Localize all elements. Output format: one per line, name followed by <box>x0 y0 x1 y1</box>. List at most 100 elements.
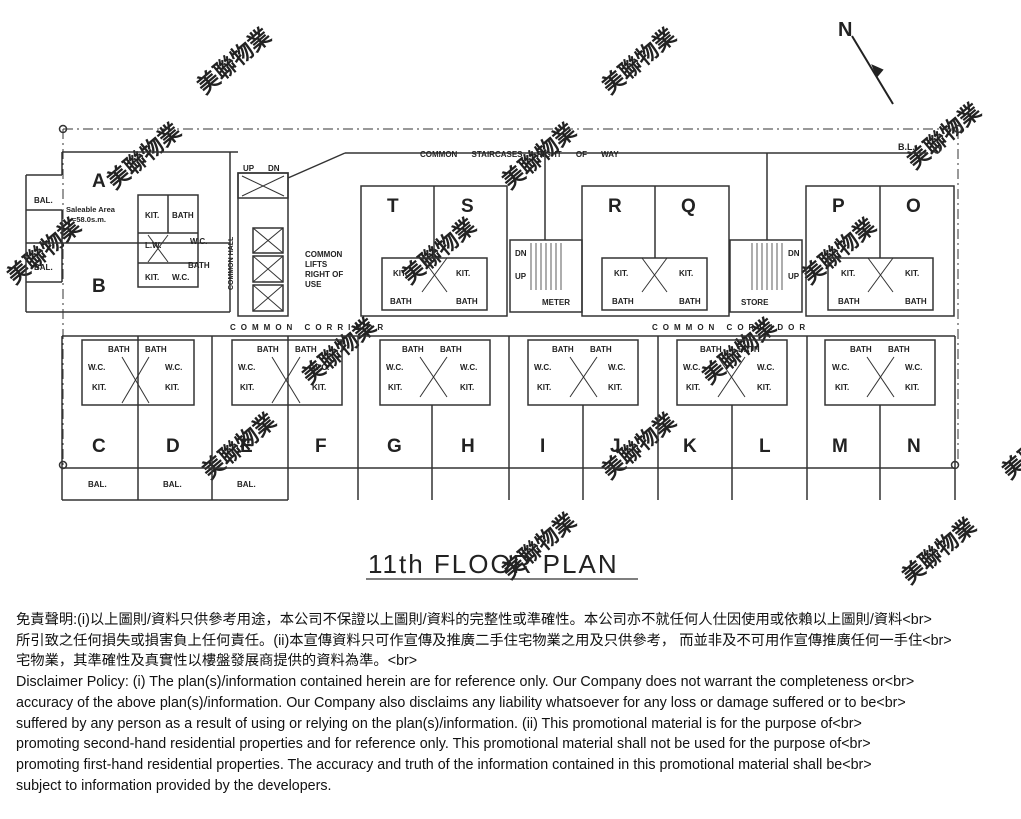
disclaimer-en-line: subject to information provided by the d… <box>16 777 332 794</box>
bath-label: BATH <box>838 297 860 306</box>
unit-i: I <box>540 436 545 457</box>
unit-q: Q <box>681 196 696 217</box>
lifts-label-3: RIGHT OF <box>305 270 343 279</box>
watermark: 美聯物業 <box>897 512 981 588</box>
stair-dn-label: DN <box>268 164 280 173</box>
disclaimer-zh-line: 宅物業，其準確性及真實性以樓盤發展商提供的資料為準。<br> <box>16 653 418 670</box>
unit-d: D <box>166 436 180 457</box>
common-hall-label: COMMON HALL <box>228 236 235 290</box>
lifts-label-1: COMMON <box>305 250 343 259</box>
wc-label: W.C. <box>757 363 774 372</box>
unit-s: S <box>461 196 474 217</box>
unit-j: J <box>610 436 621 457</box>
bath-label: BATH <box>390 297 412 306</box>
corridor-label-left: COMMON CORRIDOR <box>230 323 388 332</box>
staircases <box>530 243 783 290</box>
stair-dn-label: DN <box>788 249 800 258</box>
stair-up-label: UP <box>515 272 527 281</box>
wc-label: W.C. <box>386 363 403 372</box>
bal-label: BAL. <box>34 263 53 272</box>
stair-dn-label: DN <box>515 249 527 258</box>
disclaimer-zh-line: 免責聲明:(i)以上圖則/資料只供參考用途，本公司不保證以上圖則/資料的完整性或… <box>16 612 932 628</box>
kit-label: KIT. <box>240 383 254 392</box>
unit-e: E <box>240 436 253 457</box>
wc-label: W.C. <box>312 363 329 372</box>
wc-label: W.C. <box>88 363 105 372</box>
saleable-area-value: =58.0s.m. <box>72 215 106 224</box>
room-labels: BAL. BAL. KIT. BATH L.W. W.C. BATH KIT. … <box>34 196 927 489</box>
north-arrow: N <box>838 19 894 105</box>
lifts-label-4: USE <box>305 280 322 289</box>
watermark: 美聯物業 <box>597 22 681 98</box>
unit-p: P <box>832 196 845 217</box>
wc-label: W.C. <box>905 363 922 372</box>
kit-label: KIT. <box>388 383 402 392</box>
staircase-right-of-way-label: COMMON STAIRCASES RIGHT OF WAY <box>420 150 619 159</box>
bath-label: BATH <box>456 297 478 306</box>
unit-f: F <box>315 436 327 457</box>
kit-label: KIT. <box>393 269 407 278</box>
disclaimer-zh-line: 所引致之任何損失或損害負上任何責任。(ii)本宣傳資料只可作宣傳及推廣二手住宅物… <box>16 632 952 649</box>
unit-h: H <box>461 436 475 457</box>
bath-label: BATH <box>612 297 634 306</box>
wc-label: W.C. <box>832 363 849 372</box>
kit-label: KIT. <box>841 269 855 278</box>
disclaimer-block: 免責聲明:(i)以上圖則/資料只供參考用途，本公司不保證以上圖則/資料的完整性或… <box>16 610 1011 796</box>
watermark: 美聯物業 <box>997 407 1021 483</box>
kit-label: KIT. <box>460 383 474 392</box>
bath-label: BATH <box>295 345 317 354</box>
kit-label: KIT. <box>92 383 106 392</box>
unit-k: K <box>683 436 697 457</box>
unit-n: N <box>907 436 921 457</box>
bal-label: BAL. <box>237 480 256 489</box>
kit-label: KIT. <box>456 269 470 278</box>
store-room-label: STORE <box>741 298 769 307</box>
kit-label: KIT. <box>165 383 179 392</box>
wc-label: W.C. <box>165 363 182 372</box>
boundary-line <box>58 124 963 470</box>
kit-label: KIT. <box>686 383 700 392</box>
corridor-label-right: COMMON CORRIDOR <box>652 323 810 332</box>
lw-label: L.W. <box>145 241 161 250</box>
bath-label: BATH <box>440 345 462 354</box>
wc-label: W.C. <box>683 363 700 372</box>
bath-label: BATH <box>172 211 194 220</box>
bath-label: BATH <box>888 345 910 354</box>
kit-label: KIT. <box>905 269 919 278</box>
bath-label: BATH <box>108 345 130 354</box>
disclaimer-en-line: Disclaimer Policy: (i) The plan(s)/infor… <box>16 674 915 691</box>
disclaimer-en-line: suffered by any person as a result of us… <box>16 715 862 732</box>
bal-label: BAL. <box>34 196 53 205</box>
disclaimer-en-line: promoting first-hand residential propert… <box>16 756 872 773</box>
wc-label: W.C. <box>460 363 477 372</box>
kit-label: KIT. <box>679 269 693 278</box>
unit-r: R <box>608 196 622 217</box>
wc-label: W.C. <box>608 363 625 372</box>
kit-label: KIT. <box>145 211 159 220</box>
watermarks: 美聯物業 美聯物業 美聯物業 美聯物業 美聯物業 美聯物業 美聯物業 美聯物業 … <box>2 22 1021 588</box>
structure-walls <box>25 151 956 501</box>
wc-label: W.C. <box>534 363 551 372</box>
unit-b: B <box>92 276 106 297</box>
stair-up-label: UP <box>788 272 800 281</box>
bath-label: BATH <box>188 261 210 270</box>
meter-room-label: METER <box>542 298 570 307</box>
kit-label: KIT. <box>145 273 159 282</box>
bath-label: BATH <box>552 345 574 354</box>
unit-letters: A B T S R Q P O C D E F G H I J K L M N <box>92 171 921 457</box>
bath-label: BATH <box>590 345 612 354</box>
watermark: 美聯物業 <box>902 97 986 173</box>
wc-label: W.C. <box>172 273 189 282</box>
unit-l: L <box>759 436 771 457</box>
unit-o: O <box>906 196 921 217</box>
bal-label: BAL. <box>163 480 182 489</box>
north-label: N <box>838 19 852 41</box>
bath-label: BATH <box>679 297 701 306</box>
saleable-area-label: Saleable Area <box>66 205 116 214</box>
kit-label: KIT. <box>905 383 919 392</box>
floor-plan-title: 11th FLOOR PLAN <box>368 549 619 579</box>
kit-label: KIT. <box>312 383 326 392</box>
watermark: 美聯物業 <box>192 22 276 98</box>
lift-wells <box>121 175 895 404</box>
unit-m: M <box>832 436 848 457</box>
